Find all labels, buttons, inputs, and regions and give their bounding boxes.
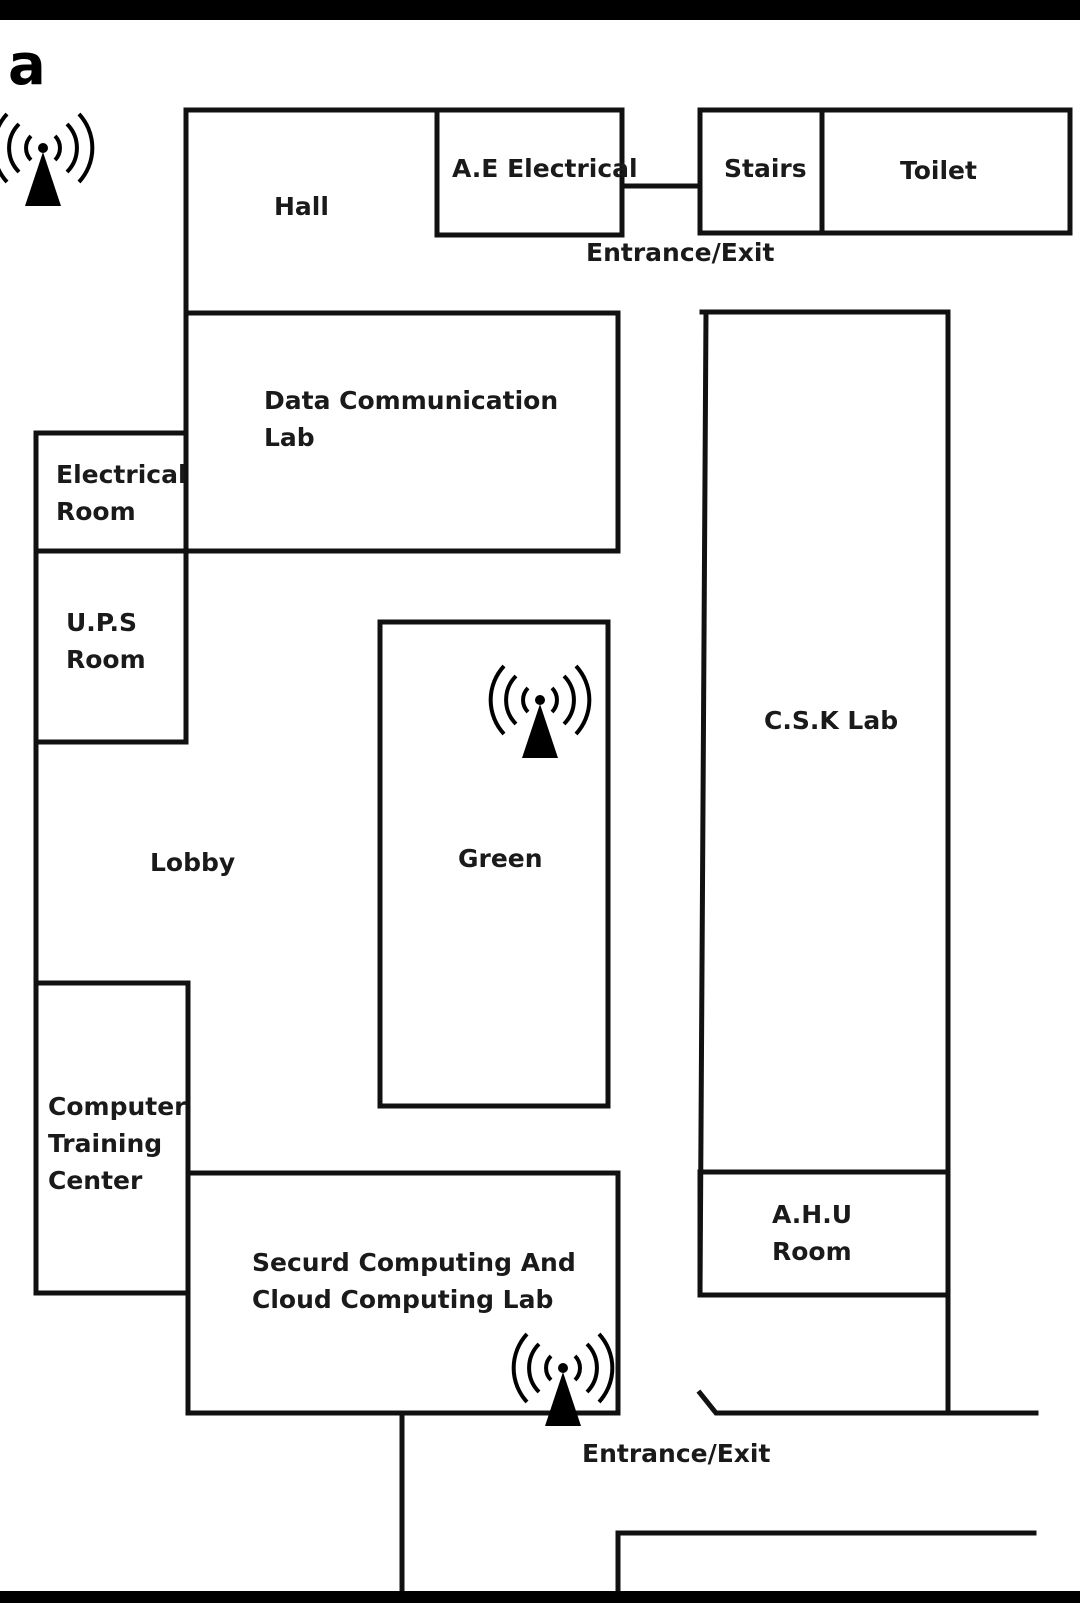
- label-electrical-room: Electrical Room: [56, 460, 187, 526]
- label-ahu-room: A.H.U Room: [772, 1200, 853, 1266]
- label-ups-room: U.P.S Room: [66, 608, 146, 674]
- label-green: Green: [458, 844, 543, 873]
- label-csk-lab: C.S.K Lab: [764, 706, 899, 735]
- floor-plan: a Hall A.E Electrical Stairs Toilet Entr…: [0, 20, 1080, 1591]
- label-ae-electrical: A.E Electrical: [452, 154, 638, 183]
- label-data-comm-lab: Data Communication Lab: [264, 386, 559, 452]
- hall-walls: [183, 107, 625, 316]
- label-entrance-bottom: Entrance/Exit: [582, 1439, 771, 1468]
- label-secure-lab: Securd Computing And Cloud Computing Lab: [252, 1248, 576, 1314]
- bottom-right-wall: [696, 1389, 1039, 1416]
- wifi-antenna-icon: [0, 112, 95, 206]
- bottom-exit-wall: [615, 1530, 1037, 1591]
- green-walls: [377, 619, 611, 1109]
- label-toilet: Toilet: [900, 156, 977, 185]
- electrical-room-walls: [33, 430, 189, 554]
- wifi-antenna-icon: [488, 664, 592, 758]
- label-entrance-top: Entrance/Exit: [586, 238, 775, 267]
- csk-lab-walls: [699, 309, 951, 1416]
- floor-plan-walls: [0, 107, 1073, 1591]
- ahu-room-walls: [697, 1169, 951, 1298]
- label-hall: Hall: [274, 192, 329, 221]
- label-stairs: Stairs: [724, 154, 807, 183]
- label-computer-training: Computer Training Center: [48, 1092, 187, 1195]
- wifi-antenna-icon: [511, 1332, 615, 1426]
- csk-lab-left-wall: [697, 309, 709, 1298]
- computer-training-walls: [33, 980, 191, 1296]
- stairs-toilet-walls: [697, 107, 1073, 236]
- panel-letter: a: [8, 33, 46, 98]
- label-lobby: Lobby: [150, 848, 236, 877]
- ups-room-walls: [33, 548, 189, 745]
